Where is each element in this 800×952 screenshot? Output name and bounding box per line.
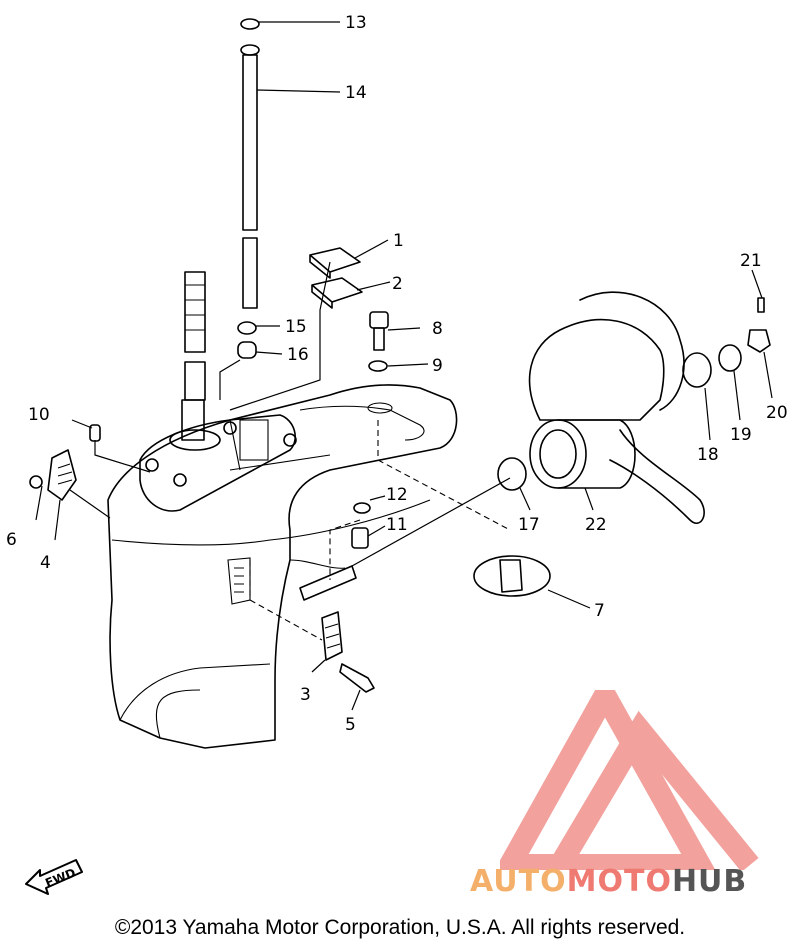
part-1: [309, 247, 361, 279]
nut-6: [29, 475, 43, 489]
shift-rod-14: [240, 18, 260, 309]
callout-9: 9: [432, 356, 443, 376]
callout-19: 19: [730, 425, 752, 445]
watermark-hub: HUB: [671, 864, 748, 899]
bolt-5: [339, 663, 375, 693]
callout-2: 2: [392, 274, 403, 294]
water-pump-housing: [139, 399, 297, 512]
callout-4: 4: [40, 553, 51, 573]
part-7: [473, 555, 551, 597]
part-11: [351, 527, 369, 549]
gear-case-housing: [107, 384, 458, 749]
anode-4: [47, 449, 77, 501]
watermark-moto: MOTO: [566, 864, 672, 899]
leader-lines: [35, 21, 773, 711]
washer-19: [718, 344, 742, 372]
callout-22: 22: [585, 515, 607, 535]
callout-18: 18: [697, 445, 719, 465]
watermark-auto: AUTO: [470, 864, 567, 899]
part-12: [353, 502, 371, 514]
callout-21: 21: [740, 251, 762, 271]
callout-15: 15: [285, 317, 307, 337]
callout-6: 6: [6, 530, 17, 550]
washer-9: [368, 360, 388, 372]
cotter-pin-21: [757, 297, 765, 313]
part-16-seal: [237, 341, 257, 359]
callout-labels: 1 2 3 4 5 6 7 8 9 10 11 12 13 14 15 16 1…: [6, 13, 788, 735]
bolt-8: [369, 311, 389, 351]
part-15-grommet: [237, 321, 257, 335]
callout-10: 10: [28, 405, 50, 425]
callout-3: 3: [300, 685, 311, 705]
part-2: [311, 277, 363, 309]
propeller-22: [528, 291, 705, 524]
nut-20: [747, 329, 771, 353]
drive-shaft: [184, 271, 206, 401]
callout-11: 11: [386, 515, 408, 535]
callout-8: 8: [432, 319, 443, 339]
callout-17: 17: [518, 515, 540, 535]
callout-14: 14: [345, 83, 367, 103]
callout-16: 16: [287, 345, 309, 365]
callout-7: 7: [594, 601, 605, 621]
callout-13: 13: [345, 13, 367, 33]
anode-3: [321, 611, 343, 661]
callout-5: 5: [345, 715, 356, 735]
callout-12: 12: [386, 485, 408, 505]
callout-20: 20: [766, 403, 788, 423]
callout-1: 1: [393, 231, 404, 251]
propeller-shaft: [299, 565, 357, 601]
watermark-text: AUTOMOTOHUB: [470, 864, 747, 899]
automotohub-logo-icon: [500, 690, 759, 870]
spacer-18: [682, 352, 712, 388]
thrust-washer-17: [497, 457, 527, 491]
copyright-notice: ©2013 Yamaha Motor Corporation, U.S.A. A…: [114, 916, 686, 939]
fwd-arrow-icon: FWD: [25, 859, 83, 895]
